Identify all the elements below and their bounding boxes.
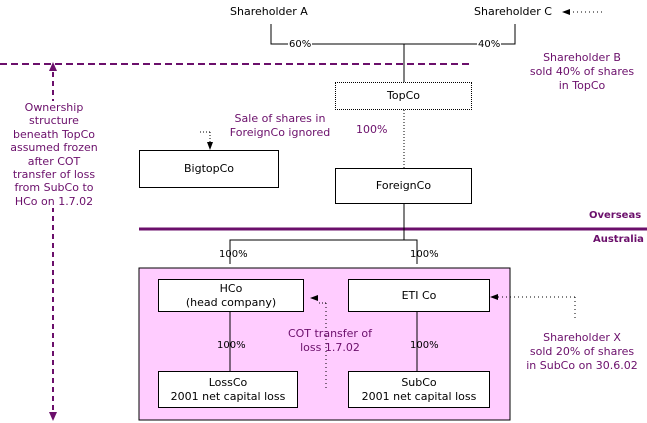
shareholder-a-percent: 60% — [288, 39, 313, 50]
hco-sublabel: (head company) — [185, 295, 277, 309]
ownership-note-line: transfer of loss — [12, 168, 96, 182]
ownership-note-line: structure — [29, 114, 79, 128]
arrow-down-head — [49, 412, 57, 421]
cot-note-line: loss 1.7.02 — [300, 340, 360, 354]
lossco-label: LossCo — [208, 375, 248, 389]
australia-label: Australia — [593, 234, 644, 245]
hco-box: HCo (head company) — [158, 279, 304, 312]
ownership-note-line: Ownership — [24, 101, 84, 114]
shareholder-bracket — [270, 24, 516, 45]
eti-subco-percent: 100% — [410, 340, 439, 351]
shareholder-x-note-line: sold 20% of shares — [529, 344, 635, 358]
topco-foreignco-percent: 100% — [356, 123, 388, 136]
shareholder-b-note-line: sold 40% of shares — [529, 64, 635, 78]
shareholder-b-note-line: Shareholder B — [543, 51, 621, 64]
subco-label: SubCo — [401, 375, 437, 389]
shareholder-b-note-line: in TopCo — [558, 78, 606, 92]
ownership-note-line: from SubCo to — [14, 181, 94, 195]
topco-label: TopCo — [387, 89, 420, 103]
bigtopco-label: BigtopCo — [183, 162, 235, 176]
cot-transfer-note: COT transfer of loss 1.7.02 — [280, 327, 380, 355]
ownership-note-line: after COT — [27, 154, 81, 168]
hco-percent: 100% — [219, 249, 248, 260]
shareholder-x-note-line: Shareholder X — [543, 331, 621, 344]
shareholder-c-label: Shareholder C — [474, 5, 552, 18]
subco-sublabel: 2001 net capital loss — [361, 389, 477, 403]
sale-foreignco-note: Sale of shares in ForeignCo ignored — [220, 112, 340, 140]
ownership-note-line: beneath TopCo — [13, 127, 95, 141]
shareholder-c-percent: 40% — [477, 39, 502, 50]
hco-label: HCo — [219, 281, 243, 295]
overseas-label: Overseas — [589, 210, 642, 221]
eti-percent: 100% — [410, 249, 439, 260]
hco-lossco-percent: 100% — [217, 340, 246, 351]
shareholder-b-note: Shareholder B sold 40% of shares in TopC… — [522, 51, 642, 92]
shareholder-x-note-line: in SubCo on 30.6.02 — [526, 358, 638, 372]
foreignco-subsidiaries-bracket — [229, 239, 418, 264]
eti-co-label: ETI Co — [401, 288, 437, 302]
ownership-note-line: assumed frozen — [10, 141, 98, 155]
topco-box: TopCo — [335, 82, 472, 110]
sale-note-line: Sale of shares in — [234, 112, 326, 125]
arrow-up-head — [49, 62, 57, 71]
bigtopco-box: BigtopCo — [139, 150, 279, 188]
sale-note-line: ForeignCo ignored — [229, 125, 331, 139]
foreignco-label: ForeignCo — [375, 179, 432, 193]
cot-note-line: COT transfer of — [287, 327, 373, 340]
eti-co-box: ETI Co — [348, 279, 490, 312]
lossco-sublabel: 2001 net capital loss — [170, 389, 286, 403]
lossco-box: LossCo 2001 net capital loss — [158, 371, 298, 408]
shareholder-a-label: Shareholder A — [230, 5, 308, 18]
shareholder-x-note: Shareholder X sold 20% of shares in SubC… — [517, 331, 647, 372]
ownership-note-line: HCo on 1.7.02 — [14, 194, 94, 208]
ownership-frozen-note: Ownership structure beneath TopCo assume… — [0, 101, 108, 209]
subco-box: SubCo 2001 net capital loss — [348, 371, 490, 408]
foreignco-box: ForeignCo — [335, 168, 472, 204]
